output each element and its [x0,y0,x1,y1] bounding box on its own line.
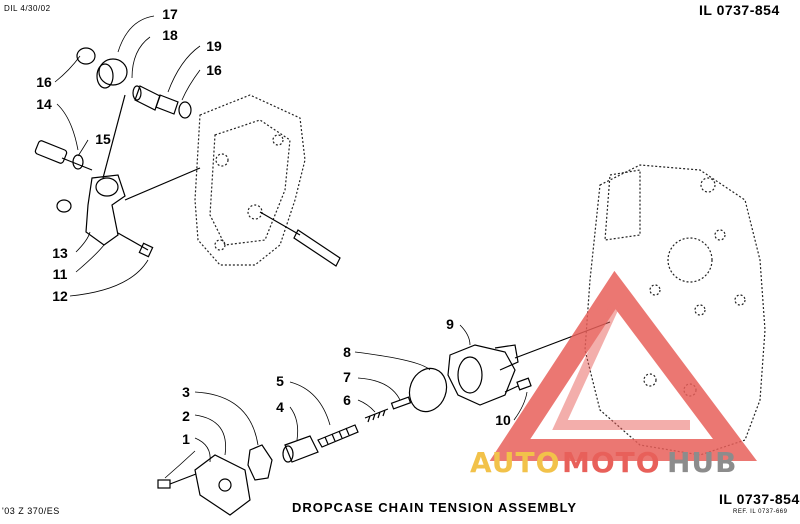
tensioner-housing-9 [447,344,519,406]
callout-10: 10 [495,412,511,428]
watermark-moto: MOTO [562,446,661,479]
callout-16-left: 16 [36,74,52,90]
upper-dropcase-housing [194,94,306,266]
spring-6 [364,408,389,423]
callout-13: 13 [52,245,68,261]
nut-13 [56,199,72,213]
callout-6: 6 [343,392,351,408]
idler-wheel-17 [96,58,128,89]
bolt-10 [504,377,532,393]
callout-1: 1 [182,431,190,447]
reference-number-bottom: IL 0737-854 [719,491,800,507]
pin-7 [390,396,412,410]
watermark-hub: HUB [667,446,738,479]
callout-2: 2 [182,408,190,424]
gasket-3 [247,444,273,481]
o-ring-8 [408,367,448,413]
callout-14: 14 [36,96,52,112]
callout-5: 5 [276,373,284,389]
washer-15 [72,154,84,170]
callout-18: 18 [162,27,178,43]
callout-16-right: 16 [206,62,222,78]
screw-1 [157,479,171,489]
watermark-auto: AUTO [470,446,561,479]
bushing-18 [132,85,161,111]
date-code: DIL 4/30/02 [4,4,51,13]
tensioner-cover-2 [194,454,251,516]
piston-4 [282,435,319,463]
callout-19: 19 [206,38,222,54]
model-label: '03 Z 370/ES [2,506,60,516]
callout-4: 4 [276,399,284,415]
reference-sub: REF. IL 0737-669 [733,509,788,515]
spacer-19 [155,94,179,115]
callout-17: 17 [162,6,178,22]
bolt-12 [117,232,154,258]
callout-12: 12 [52,288,68,304]
tensioner-arm [85,174,126,246]
housing-bolt [259,211,341,267]
callout-8: 8 [343,344,351,360]
bolt-14 [34,140,93,171]
washer-16-right [178,101,192,119]
callout-7: 7 [343,369,351,385]
callout-15: 15 [95,131,111,147]
diagram-title: DROPCASE CHAIN TENSION ASSEMBLY [292,500,578,515]
reference-number-top: IL 0737-854 [699,2,780,18]
callout-9: 9 [446,316,454,332]
washer-16-left [76,47,96,65]
callout-3: 3 [182,384,190,400]
spring-5 [317,424,359,448]
watermark-triangle [489,270,757,461]
callout-11: 11 [52,266,68,282]
